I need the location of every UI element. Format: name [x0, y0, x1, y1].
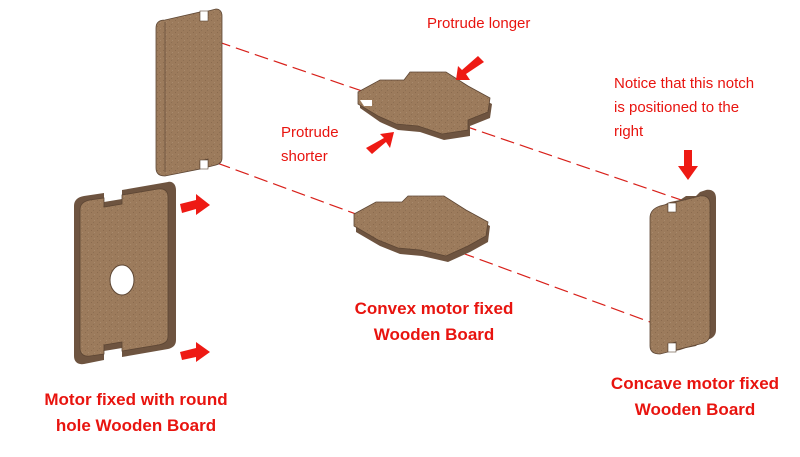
concave-board-right — [649, 189, 716, 355]
round-hole-caption-line-2: hole Wooden Board — [55, 416, 217, 435]
notch-notice-line-3: right — [614, 123, 644, 140]
protrude-shorter-label: Protrude shorter — [281, 121, 339, 169]
arrow-right-upper-icon — [180, 194, 210, 215]
tall-board-top-left — [155, 8, 223, 177]
arrow-notch-down-icon — [678, 150, 698, 180]
convex-caption-line-2: Wooden Board — [373, 325, 495, 344]
protrude-longer-label: Protrude longer — [427, 15, 531, 32]
round-hole-board — [74, 181, 176, 365]
arrow-protrude-longer-icon — [456, 56, 484, 80]
protrude-shorter-line-2: shorter — [281, 148, 328, 165]
convex-board-bottom — [353, 195, 490, 262]
round-hole-caption-line-1: Motor fixed with round — [44, 390, 228, 409]
protrude-shorter-line-1: Protrude — [281, 124, 339, 141]
arrow-protrude-shorter-icon — [366, 132, 394, 154]
round-hole-board-caption: Motor fixed with round hole Wooden Board — [18, 387, 254, 439]
notch-notice-line-2: is positioned to the — [614, 99, 740, 116]
convex-board-caption: Convex motor fixed Wooden Board — [336, 296, 532, 348]
notch-notice-label: Notice that this notch is positioned to … — [614, 72, 754, 144]
concave-caption-line-1: Concave motor fixed — [610, 374, 780, 393]
convex-caption-line-1: Convex motor fixed — [354, 299, 514, 318]
concave-board-caption: Concave motor fixed Wooden Board — [590, 371, 800, 423]
red-arrows — [180, 56, 698, 362]
arrow-right-lower-icon — [180, 342, 210, 362]
notch-notice-line-1: Notice that this notch — [614, 75, 755, 92]
dashed-line-top — [197, 34, 691, 204]
concave-caption-line-2: Wooden Board — [634, 400, 756, 419]
convex-board-top — [357, 71, 492, 140]
